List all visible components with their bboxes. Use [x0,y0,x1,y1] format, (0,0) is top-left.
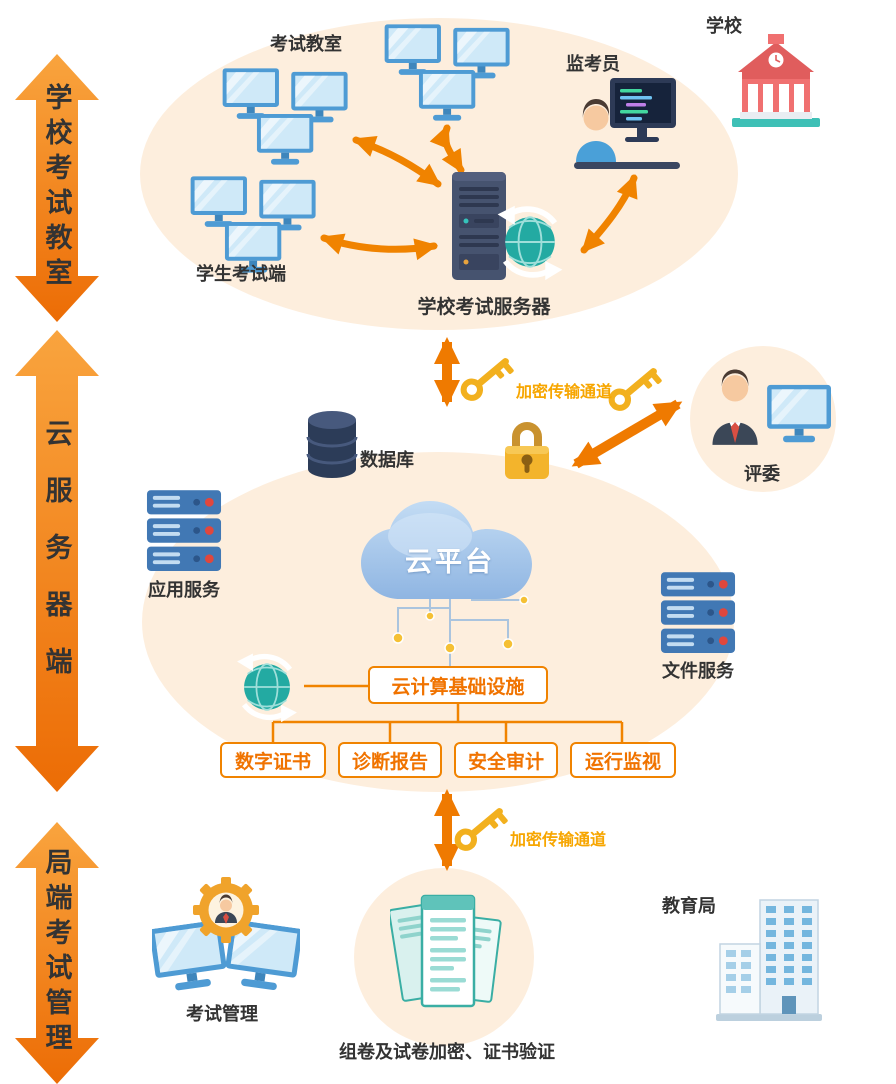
exam-management-label: 考试管理 [186,1004,258,1024]
module-box-security-audit: 安全审计 [454,742,558,778]
section-label-cloud-server: 云服务器端 [41,418,72,704]
module-box-digital-certificate: 数字证书 [220,742,326,778]
lock-icon [502,418,552,482]
exam-management-icon [152,876,300,998]
encrypted-channel-label-bottom: 加密传输通道 [510,832,607,849]
judges-label: 评委 [744,464,780,484]
cloud-infrastructure-box: 云计算基础设施 [368,666,548,704]
student-terminal-label: 学生考试端 [196,264,286,284]
school-exam-server-label: 学校考试服务器 [417,297,551,318]
vertical-double-arrow [15,330,99,792]
app-service-label: 应用服务 [148,580,220,600]
encrypted-channel-label-top: 加密传输通道 [516,384,613,401]
database-icon [306,410,358,480]
file-service-rack-icon [660,572,736,654]
education-bureau-building-icon [714,896,824,1022]
exam-paper-documents-icon [390,890,502,1022]
server-globe-sync-icon [490,202,570,282]
vertical-double-arrow [15,822,99,1084]
section-arrow-cloud-server: 云服务器端 [15,330,99,792]
app-service-rack-icon [146,490,222,572]
classroom-monitors-icon [220,68,352,167]
exam-room-label: 考试教室 [270,34,342,54]
database-label: 数据库 [360,450,414,470]
proctor-label: 监考员 [566,54,620,74]
module-box-operation-monitor: 运行监视 [570,742,676,778]
paper-process-label: 组卷及试卷加密、证书验证 [339,1042,555,1062]
section-label-bureau-management: 局端考试管理 [41,848,72,1058]
module-box-diagnostic-report: 诊断报告 [338,742,442,778]
judge-person-monitor-icon [702,362,834,458]
section-arrow-school-classroom: 学校考试教室 [15,54,99,322]
proctor-workstation-icon [574,78,680,174]
encryption-key-icon [454,346,521,409]
section-arrow-bureau-management: 局端考试管理 [15,822,99,1084]
infrastructure-globe-icon [230,650,304,724]
exam-room-monitors-icon [382,24,514,123]
encryption-key-icon [448,796,515,859]
school-label: 学校 [706,16,742,36]
file-service-label: 文件服务 [662,661,734,681]
education-bureau-label: 教育局 [662,896,716,916]
cloud-platform-label: 云平台 [405,547,495,577]
section-label-school-classroom: 学校考试教室 [41,83,72,293]
vertical-double-arrow [15,54,99,322]
school-building-icon [728,34,824,128]
